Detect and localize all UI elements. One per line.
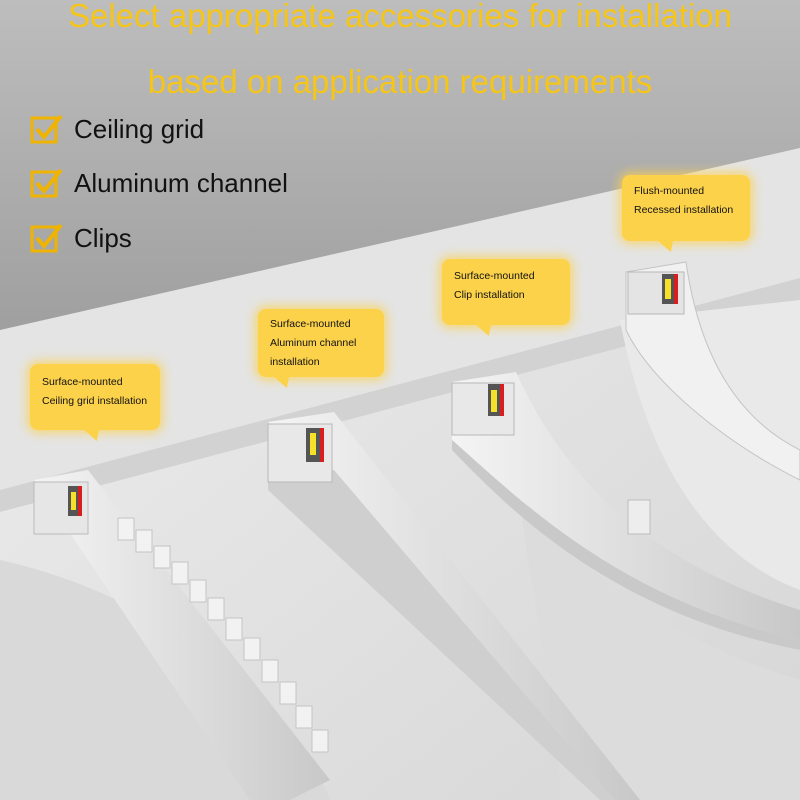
callout-line: Ceiling grid installation <box>42 395 148 407</box>
checkbox-checked-icon <box>30 223 63 253</box>
feature-label: Ceiling grid <box>74 114 205 144</box>
feature-label: Aluminum channel <box>74 168 288 198</box>
callout-line: Clip installation <box>454 289 525 301</box>
callout-recessed: Flush-mounted Recessed installation <box>622 175 750 252</box>
checkbox-checked-icon <box>30 168 63 198</box>
profile-ceiling-grid <box>33 470 330 800</box>
upper-wall <box>0 0 800 345</box>
callout-line: Aluminum channel <box>270 337 357 349</box>
curved-ceiling-right <box>520 500 800 800</box>
callout-line: Flush-mounted <box>634 185 705 197</box>
feature-ceiling-grid: Ceiling grid <box>30 111 204 147</box>
headline-line-1: Select appropriate accessories for insta… <box>67 0 732 34</box>
feature-aluminum-channel: Aluminum channel <box>30 165 288 201</box>
checkbox-checked-icon <box>30 114 63 144</box>
profile-recessed <box>625 261 800 481</box>
profile-aluminum-channel <box>267 412 640 800</box>
callout-ceiling-grid: Surface-mounted Ceiling grid installatio… <box>30 364 160 441</box>
soffit-band <box>0 148 800 490</box>
callout-aluminum-channel: Surface-mounted Aluminum channel install… <box>258 309 384 388</box>
callout-line: installation <box>270 356 320 368</box>
callout-line: Recessed installation <box>634 204 734 216</box>
headline-line-2: based on application requirements <box>147 63 653 100</box>
feature-label: Clips <box>74 223 132 253</box>
feature-clips: Clips <box>30 220 132 256</box>
callout-line: Surface-mounted <box>42 376 123 388</box>
callout-line: Surface-mounted <box>454 270 535 282</box>
callout-line: Surface-mounted <box>270 318 351 330</box>
callout-clip: Surface-mounted Clip installation <box>442 259 570 336</box>
profile-clip <box>451 372 800 650</box>
